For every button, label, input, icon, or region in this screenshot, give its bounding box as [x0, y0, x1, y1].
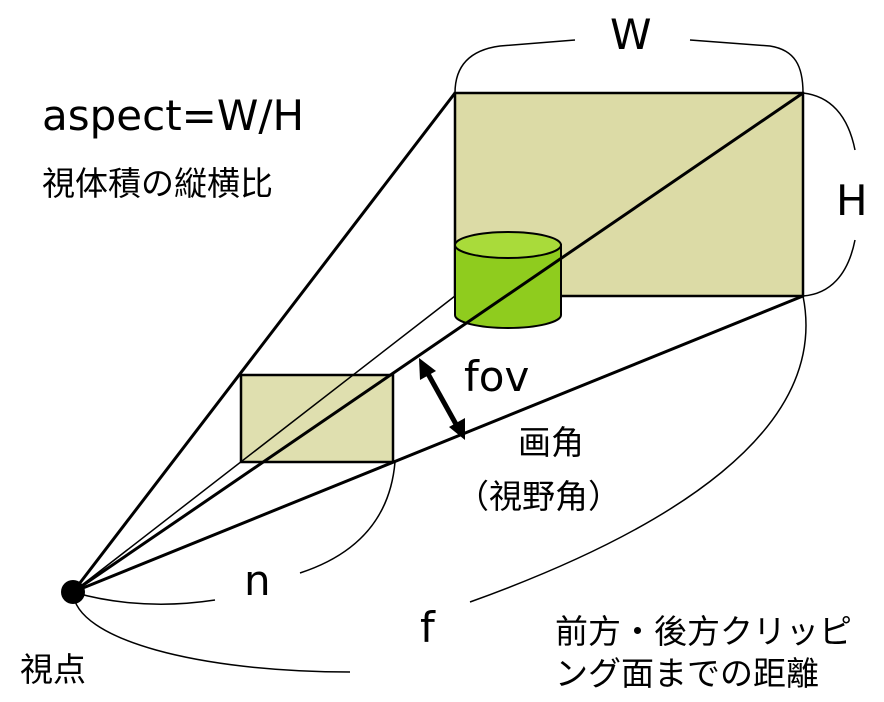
frustum-edge-top — [71, 92, 457, 593]
height-brace — [802, 92, 856, 297]
width-brace — [454, 39, 804, 94]
fov-label: fov — [464, 352, 530, 401]
aspect-caption-label: 視体積の縦横比 — [42, 164, 273, 203]
cylinder-object — [454, 231, 562, 329]
frustum-center-axis — [72, 91, 804, 594]
far-label: f — [420, 603, 435, 652]
width-label: W — [610, 10, 652, 59]
fov-caption-line-1: 画角 — [518, 423, 584, 462]
fov-arrow — [419, 358, 465, 440]
aspect-formula-label: aspect=W/H — [42, 91, 305, 140]
fov-caption-line-2: （視野角） — [456, 477, 621, 516]
frustum-edge-bottom — [72, 294, 804, 594]
cylinder-body — [454, 244, 562, 329]
far-distance-brace — [72, 295, 807, 673]
near-label: n — [244, 556, 271, 605]
cylinder-top — [454, 231, 562, 259]
frustum-edge-inner — [72, 295, 456, 593]
eye-label: 視点 — [20, 650, 86, 689]
clip-caption-line-2: ング面までの距離 — [555, 654, 819, 693]
height-label: H — [836, 176, 868, 225]
clip-caption-line-1: 前方・後方クリッピ — [555, 612, 852, 651]
near-distance-brace — [72, 461, 396, 605]
